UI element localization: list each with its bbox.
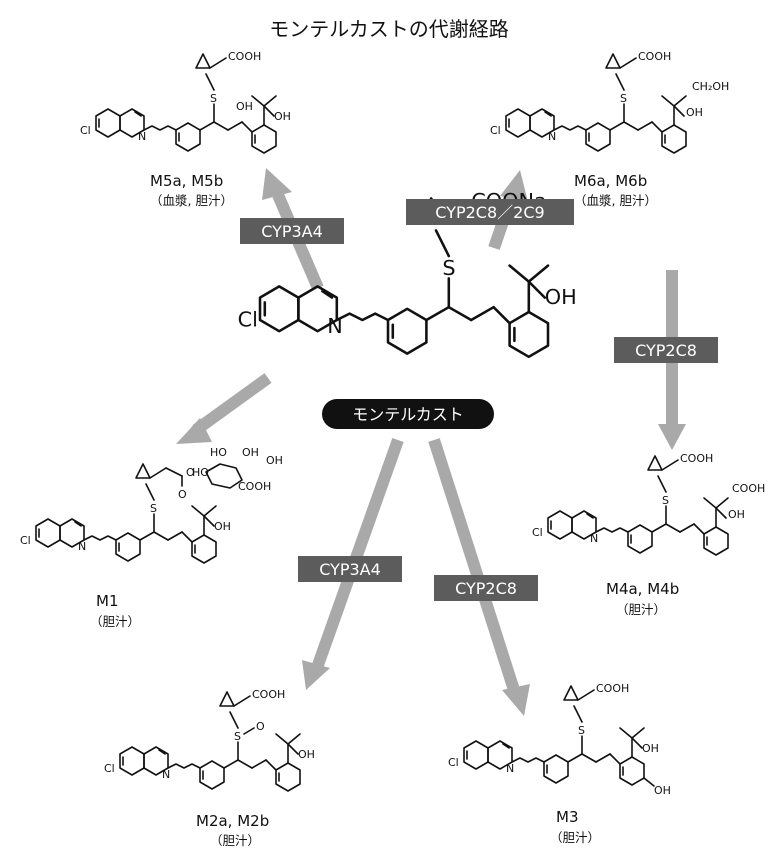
enzyme-label-m2-text: CYP3A4: [319, 560, 381, 579]
molecule-m2: Cl N S O COOH OH: [104, 688, 315, 792]
enzyme-label-m3-text: CYP2C8: [455, 579, 517, 598]
diagram-title: モンテルカストの代謝経路: [269, 17, 508, 41]
arrow-head-m6: [500, 170, 528, 202]
atom-cooh: COOH: [252, 688, 285, 701]
pathway-arrows: [176, 168, 686, 716]
atom-s: S: [578, 724, 585, 737]
atom-oh: OH: [266, 454, 283, 467]
atom-oh: OH: [642, 742, 659, 755]
atom-cl: Cl: [238, 307, 258, 331]
enzyme-label-m4: CYP2C8: [614, 337, 718, 363]
metabolite-name-m2: M2a, M2b: [196, 812, 269, 830]
atom-ho: HO: [210, 446, 227, 459]
atom-s: S: [210, 92, 217, 105]
atom-cooh: COOH: [680, 452, 713, 465]
metabolite-source-m2: （胆汁）: [210, 833, 260, 848]
molecule-m1: Cl N S OH O O HO OH OH HO COOH: [20, 446, 283, 564]
atom-s: S: [150, 502, 157, 515]
enzyme-label-m5: CYP3A4: [240, 218, 344, 244]
atom-cooh: COOH: [228, 50, 261, 63]
arrow-head-m5: [262, 168, 292, 200]
metabolite-source-m1: （胆汁）: [90, 614, 140, 629]
center-label: モンテルカスト: [322, 399, 494, 429]
arrow-to-m2: [312, 437, 404, 668]
atom-s: S: [234, 730, 241, 743]
atom-oh: OH: [214, 520, 231, 533]
arrow-to-m3: [428, 438, 520, 692]
arrow-head-m2: [302, 660, 330, 690]
atom-cl: Cl: [448, 756, 459, 769]
atom-o: O: [178, 488, 187, 501]
metabolite-source-m3: （胆汁）: [550, 830, 600, 845]
molecule-m5: Cl N S COOH OH OH: [80, 50, 291, 154]
atom-cooh: COOH: [596, 682, 629, 695]
atom-s: S: [442, 256, 455, 280]
metabolite-name-m6: M6a, M6b: [574, 172, 647, 190]
metabolite-source-m5: （血漿, 胆汁）: [150, 193, 233, 208]
atom-cooh: COOH: [238, 480, 271, 493]
metabolite-name-m5: M5a, M5b: [150, 172, 223, 190]
enzyme-label-m6-text: CYP2C8／2C9: [435, 203, 544, 222]
atom-oh: OH: [728, 508, 745, 521]
atom-s: S: [620, 92, 627, 105]
enzyme-label-m2: CYP3A4: [298, 556, 402, 582]
atom-ch2oh: CH₂OH: [692, 80, 729, 93]
atom-oh: OH: [686, 106, 703, 119]
atom-n: N: [548, 130, 556, 143]
atom-ho: HO: [192, 466, 209, 479]
metabolite-name-m1: M1: [96, 592, 119, 610]
arrow-to-m1: [192, 373, 272, 435]
atom-oh: OH: [654, 784, 671, 797]
atom-cooh: COOH: [638, 50, 671, 63]
atom-cl: Cl: [490, 124, 501, 137]
molecule-m4: Cl N S COOH COOH OH: [532, 452, 765, 556]
atom-oh: OH: [242, 446, 259, 459]
molecule-m3: Cl N S COOH OH OH: [448, 682, 671, 797]
metabolite-name-m3: M3: [556, 808, 579, 826]
enzyme-label-m6: CYP2C8／2C9: [406, 199, 574, 225]
atom-n: N: [162, 768, 170, 781]
metabolite-source-m4: （胆汁）: [616, 602, 666, 617]
enzyme-label-m5-text: CYP3A4: [261, 222, 323, 241]
metabolite-name-m4: M4a, M4b: [606, 580, 679, 598]
atom-n: N: [506, 762, 514, 775]
center-label-text: モンテルカスト: [352, 405, 464, 424]
atom-cl: Cl: [104, 762, 115, 775]
atom-cooh: COOH: [732, 482, 765, 495]
atom-o: O: [186, 466, 195, 479]
arrow-head-m4: [658, 424, 686, 450]
atom-n: N: [590, 532, 598, 545]
arrow-head-m1: [176, 418, 212, 444]
enzyme-label-m3: CYP2C8: [434, 575, 538, 601]
atom-oh: OH: [236, 100, 253, 113]
atom-cl: Cl: [80, 124, 91, 137]
atom-cl: Cl: [20, 534, 31, 547]
atom-n: N: [78, 540, 86, 553]
molecule-m6: Cl N S COOH CH₂OH OH: [490, 50, 729, 154]
atom-oh: OH: [274, 110, 291, 123]
atom-s: S: [662, 494, 669, 507]
atom-oh: OH: [298, 748, 315, 761]
atom-o: O: [256, 720, 265, 733]
atom-n: N: [327, 314, 343, 338]
arrow-head-m3: [502, 684, 530, 716]
enzyme-label-m4-text: CYP2C8: [635, 341, 697, 360]
atom-cl: Cl: [532, 526, 543, 539]
metabolite-source-m6: （血漿, 胆汁）: [574, 193, 657, 208]
atom-n: N: [138, 130, 146, 143]
atom-oh: OH: [545, 285, 577, 309]
